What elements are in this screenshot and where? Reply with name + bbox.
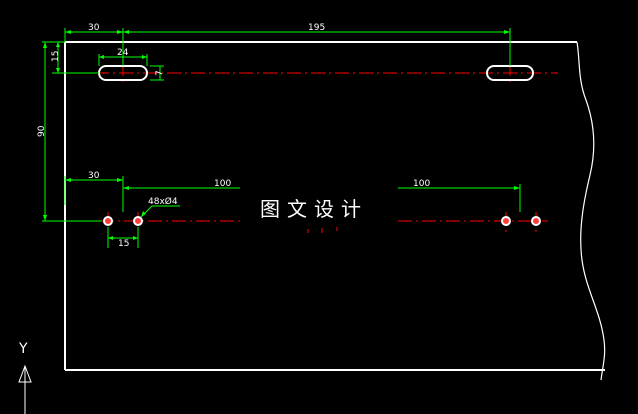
dim-mid-offset: 30: [88, 171, 100, 181]
dim-hole-spec: 48xØ4: [148, 196, 178, 207]
hole-left-1: [103, 216, 113, 226]
hole-left-2: [133, 216, 143, 226]
hole-right-1: [501, 216, 511, 226]
y-axis-label: Y: [18, 341, 28, 357]
dim-right-span: 100: [413, 179, 430, 189]
dim-slot-height: 7: [155, 70, 165, 76]
dim-top-vertical: 15: [51, 51, 61, 62]
hole-right-2: [531, 216, 541, 226]
dim-left-span: 100: [214, 179, 231, 189]
dim-top-offset: 30: [88, 23, 100, 33]
dim-top-span: 195: [308, 23, 325, 33]
y-axis-arrow-icon: [18, 364, 32, 383]
dimension-lines: [42, 28, 521, 248]
y-axis-indicator: Y: [18, 341, 32, 414]
dimension-arrows: [43, 30, 520, 240]
dim-left-vertical: 90: [37, 125, 47, 137]
dim-slot-width: 24: [117, 48, 129, 58]
dim-hole-spacing: 15: [118, 239, 129, 249]
title-marks: [307, 227, 338, 233]
holes: [103, 216, 541, 226]
dimension-texts: 30 195 24 7 15 90 30 100 100 48xØ4 15: [37, 23, 430, 249]
plate-outline: [64, 41, 606, 381]
drawing-title: 图文设计: [260, 197, 368, 221]
